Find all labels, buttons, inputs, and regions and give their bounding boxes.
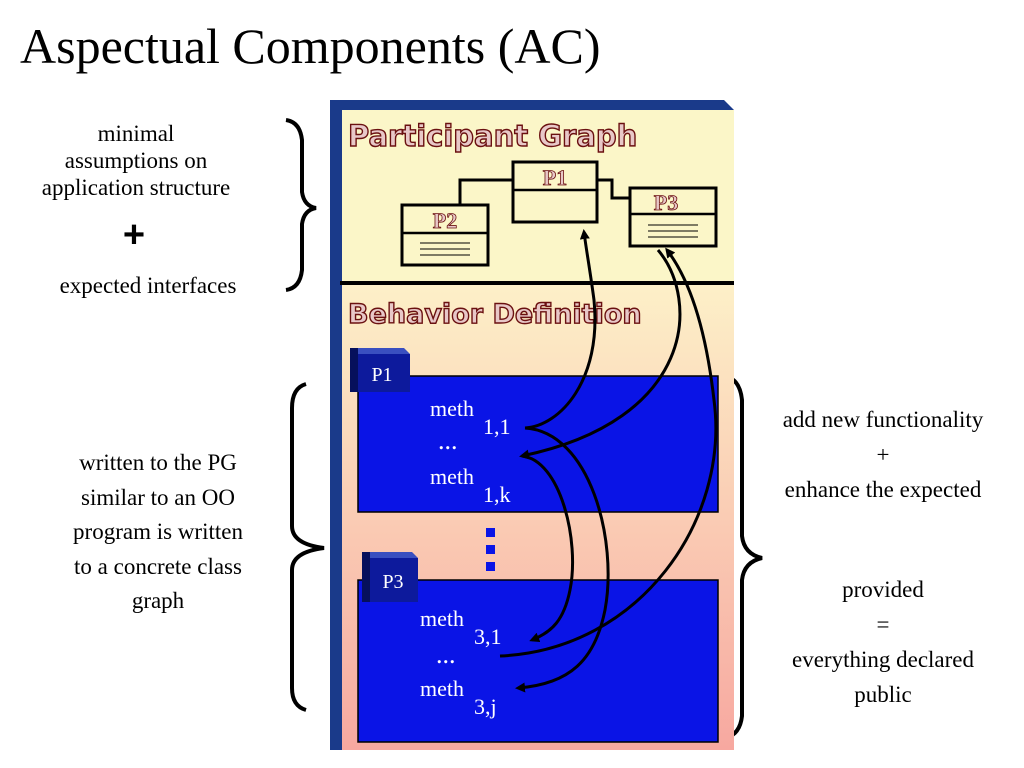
written-line-1: written to the PG [79,450,237,475]
provided-line-3: everything declared [792,647,974,672]
arrow-p3-to-meth1-area [519,249,682,460]
arrow-meth31-to-p3 [499,247,718,658]
tab-p3-label: P3 [382,571,403,593]
provided-line-2: = [876,612,890,637]
assumptions-line-3: application structure [41,175,231,200]
participant-graph-label: Participant Graph [348,119,637,153]
edge-p2-p1 [458,178,513,205]
functionality-line-2: + [876,442,890,467]
functionality-line-1: add new functionality [782,407,984,432]
assumptions-line-1: minimal [97,121,175,146]
functionality-line-3: enhance the expected [784,477,982,502]
meth-3-1-base: meth [420,606,464,631]
functionality-note: add new functionality + enhance the expe… [756,402,1010,507]
vertical-ellipsis [486,528,495,571]
method-block-p3 [357,579,719,743]
panel-left-edge [330,100,342,750]
page-title: Aspectual Components (AC) [20,18,601,74]
written-to-pg-note: written to the PG similar to an OO progr… [38,446,278,619]
brace-bottom-left [290,382,325,712]
participant-p2-label: P2 [433,208,457,233]
provided-line-4: public [854,682,912,707]
tab-p1: P1 [350,348,410,392]
meth-3-j-subscript: 3,j [474,694,497,719]
meth-1-k-base: meth [430,464,474,489]
tab-p3: P3 [362,552,418,602]
arrow-meth1-to-meth31 [521,454,574,643]
meth-3-j-base: meth [420,676,464,701]
tab-p1-label: P1 [371,364,392,386]
participant-p2-box: P2 [400,203,490,267]
participant-p3-label: P3 [654,190,678,215]
method-block-p1 [357,375,719,513]
arrow-meth11-to-p1 [524,229,597,430]
assumptions-line-2: assumptions on [64,148,208,173]
meth-1-k-subscript: 1,k [483,482,511,507]
brace-top-left [285,118,317,292]
arrows [499,229,718,693]
edge-p1-p3 [597,178,630,200]
written-line-3: program is written [73,519,243,544]
ellipsis-1: ... [438,426,458,455]
provided-note: provided = everything declared public [758,572,1008,712]
assumptions-note: minimal assumptions on application struc… [14,120,258,201]
participant-p1-box: P1 [511,160,599,224]
expected-interfaces-note: expected interfaces [59,273,237,298]
plus-sign: + [122,214,146,256]
written-line-4: to a concrete class [74,553,242,579]
behavior-definition-label: Behavior Definition [348,299,642,330]
participant-p3-box: P3 [628,186,718,248]
meth-1-1-base: meth [430,396,474,421]
participant-p1-label: P1 [543,165,567,190]
written-line-2: similar to an OO [81,484,235,510]
meth-3-1-subscript: 3,1 [474,624,502,649]
ellipsis-3: ... [436,640,456,669]
arrow-meth1k-to-meth3j [515,426,610,693]
meth-1-1-subscript: 1,1 [483,414,511,439]
brace-right [725,374,763,740]
written-line-5: graph [131,588,185,613]
panel-top-edge [332,100,734,110]
provided-line-1: provided [842,577,924,602]
